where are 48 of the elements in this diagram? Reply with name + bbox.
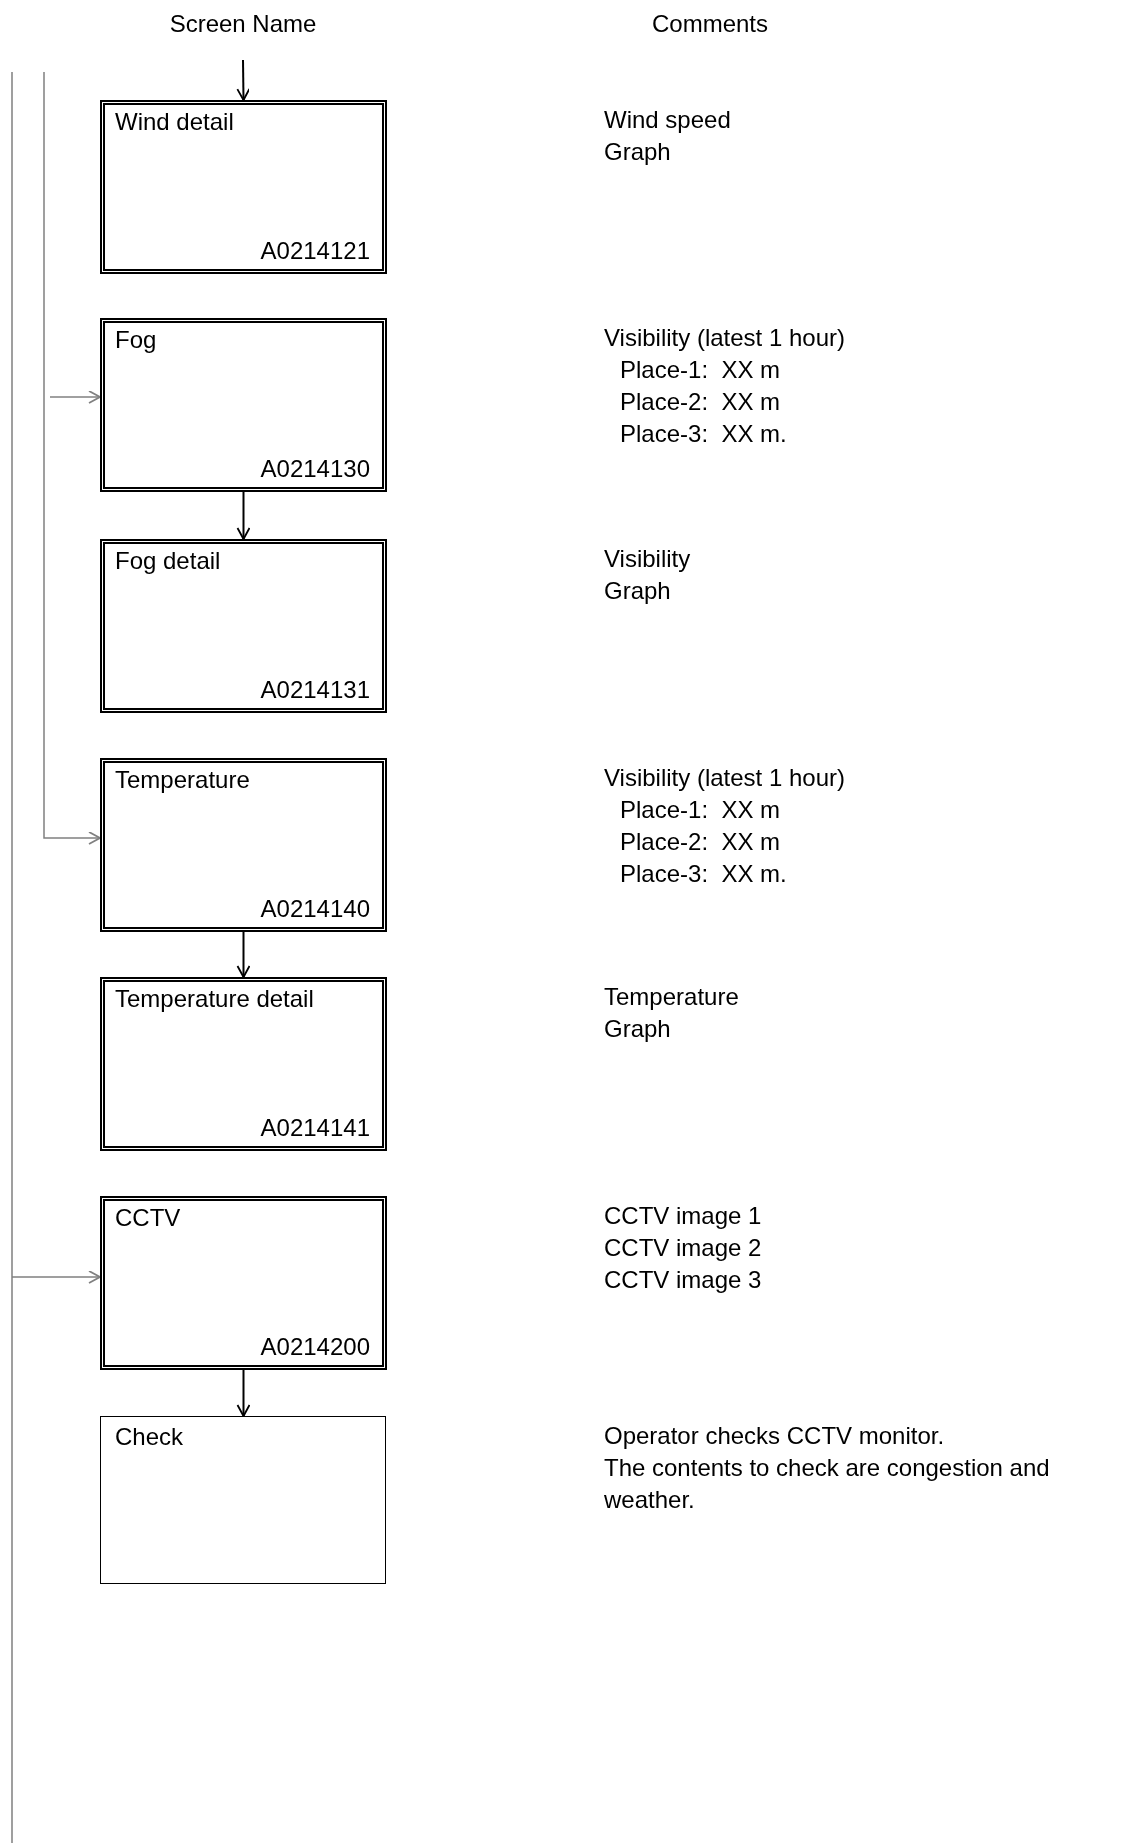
- screen-name: Fog detail: [115, 547, 221, 575]
- comment-text: CCTV image 2: [604, 1233, 762, 1263]
- comment-text: Place-1: XX m: [620, 355, 781, 385]
- arrow: [11, 71, 101, 1843]
- column-header: Screen Name: [169, 10, 317, 38]
- screen-name: Fog: [115, 326, 157, 354]
- screen-code: A0214200: [260, 1333, 370, 1361]
- screen-name: Wind detail: [115, 108, 234, 136]
- screen-box: [100, 539, 387, 713]
- arrow: [236, 1369, 251, 1417]
- comment-text: Wind speed: [604, 105, 731, 135]
- comment-text: Place-2: XX m: [620, 827, 781, 857]
- comment-text: Temperature: [604, 982, 739, 1012]
- comment-text: Place-3: XX m.: [620, 419, 787, 449]
- comment-text: Place-1: XX m: [620, 795, 781, 825]
- screen-code: A0214141: [260, 1114, 370, 1142]
- screen-box: [100, 1416, 386, 1584]
- comment-text: CCTV image 1: [604, 1201, 762, 1231]
- comment-text: Visibility: [604, 544, 691, 574]
- arrow: [236, 491, 251, 540]
- screen-name: Temperature detail: [115, 985, 314, 1013]
- arrow: [236, 931, 251, 978]
- screen-box: [100, 758, 387, 932]
- screen-code: A0214130: [260, 455, 370, 483]
- comment-text: Graph: [604, 576, 671, 606]
- comment-text: The contents to check are congestion and weather.: [604, 1453, 1051, 1515]
- comment-text: Place-3: XX m.: [620, 859, 787, 889]
- screen-name: Check: [115, 1423, 184, 1451]
- comment-text: Visibility (latest 1 hour): [604, 763, 845, 793]
- comment-text: Visibility (latest 1 hour): [604, 323, 845, 353]
- column-header: Comments: [652, 10, 768, 38]
- comment-text: Graph: [604, 137, 671, 167]
- screen-name: Temperature: [115, 766, 250, 794]
- screen-box: [100, 1196, 387, 1370]
- screen-code: A0214140: [260, 895, 370, 923]
- arrow: [49, 390, 101, 404]
- arrow: [43, 71, 101, 845]
- screen-code: A0214131: [260, 676, 370, 704]
- comment-text: Place-2: XX m: [620, 387, 781, 417]
- screen-name: CCTV: [115, 1204, 181, 1232]
- screen-box: [100, 977, 387, 1151]
- comment-text: Operator checks CCTV monitor.: [604, 1421, 945, 1451]
- comment-text: CCTV image 3: [604, 1265, 762, 1295]
- arrow: [236, 59, 251, 101]
- screen-box: [100, 318, 387, 492]
- screen-box: [100, 100, 387, 274]
- screen-code: A0214121: [260, 237, 370, 265]
- comment-text: Graph: [604, 1014, 671, 1044]
